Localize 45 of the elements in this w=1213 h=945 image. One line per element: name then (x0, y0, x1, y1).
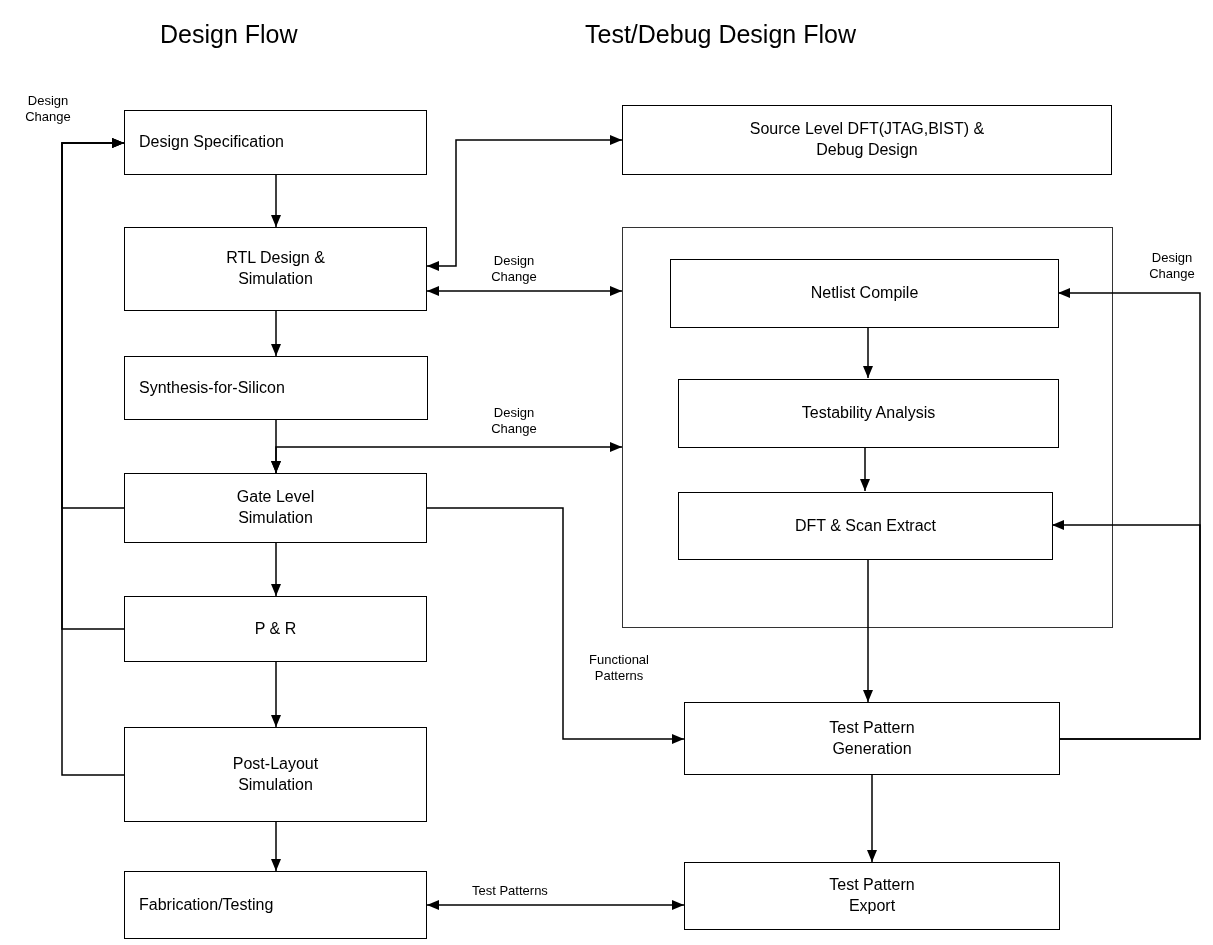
arrow (426, 135, 623, 271)
step-label: Netlist Compile (809, 283, 920, 304)
arrow (426, 507, 685, 744)
arrow (860, 446, 870, 492)
process-box (124, 473, 427, 543)
arrow (271, 442, 623, 474)
arrow (863, 558, 873, 703)
process-box (670, 259, 1059, 328)
arrow (271, 310, 281, 357)
process-box (678, 492, 1053, 560)
step-label: P & R (253, 618, 298, 639)
arrow (426, 286, 623, 296)
group-frame (622, 227, 1113, 628)
step-label: Fabrication/Testing (138, 894, 275, 915)
step-label: Design Specification (138, 132, 285, 153)
process-box (684, 862, 1060, 930)
step-label: Post-Layout Simulation (231, 753, 320, 795)
step-label: Test Pattern Export (828, 875, 916, 916)
process-box (622, 105, 1112, 175)
process-box (124, 227, 427, 311)
arrow (271, 821, 281, 872)
process-box (124, 110, 427, 175)
process-box (124, 727, 427, 822)
arrow (271, 174, 281, 228)
arrow (61, 138, 125, 630)
section-heading: Test/Debug Design Flow (585, 20, 856, 49)
arrow (271, 542, 281, 597)
step-label: Synthesis-for-Silicon (138, 377, 286, 398)
process-box (124, 356, 428, 420)
arrow (426, 900, 685, 910)
arrow (1051, 520, 1201, 740)
arrow (863, 326, 873, 379)
process-box (124, 596, 427, 662)
step-label: Test Pattern Generation (828, 717, 916, 759)
process-box (124, 871, 427, 939)
process-box (684, 702, 1060, 775)
step-label: Source Level DFT(JTAG,BIST) & Debug Design (748, 119, 986, 160)
process-box (678, 379, 1059, 448)
step-label: DFT & Scan Extract (793, 515, 938, 536)
step-label: Gate Level Simulation (235, 487, 316, 528)
arrow (867, 774, 877, 863)
section-heading: Design Flow (160, 20, 298, 49)
step-label: RTL Design & Simulation (225, 248, 326, 289)
arrow (271, 661, 281, 728)
step-label: Testability Analysis (800, 403, 937, 424)
